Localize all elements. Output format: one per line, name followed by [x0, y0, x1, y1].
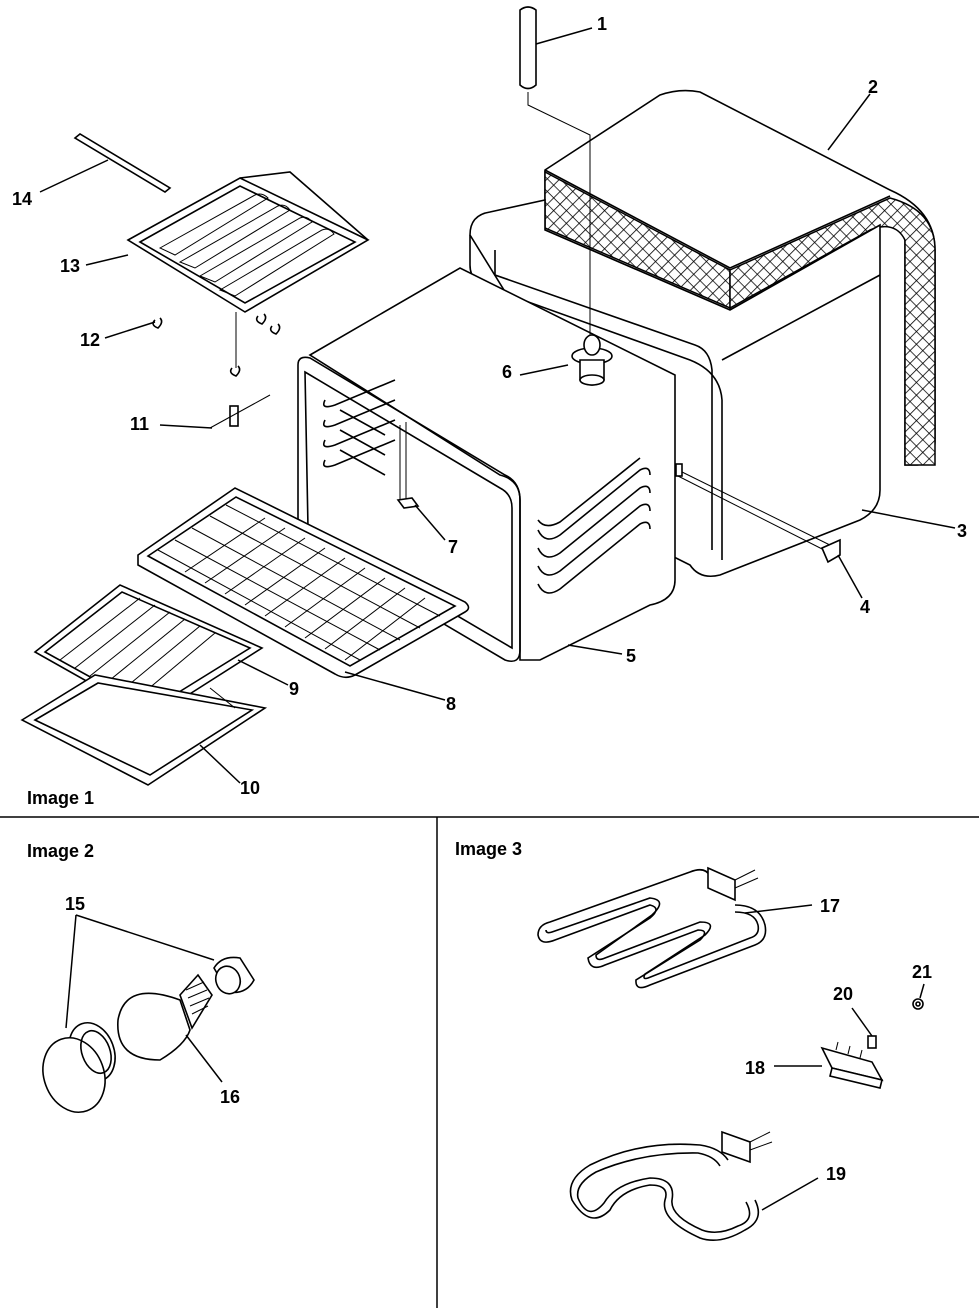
part-6-fitting [571, 334, 613, 386]
callout-5: 5 [626, 646, 636, 666]
part-19-broil-element [569, 1130, 773, 1241]
rack-supports-right [537, 457, 651, 594]
part-1-sensor [519, 6, 591, 345]
panel-label-image-1: Image 1 [27, 788, 94, 808]
callout-9: 9 [289, 679, 299, 699]
part-15-socket-sleeve [213, 956, 255, 995]
light-assembly [42, 956, 255, 1113]
rack-supports-left [322, 379, 396, 476]
callout-18: 18 [745, 1058, 765, 1078]
image-3-leader-lines [744, 904, 925, 1211]
oven-assembly [20, 6, 936, 786]
part-14-rod [73, 133, 172, 193]
image-2-leader-lines [65, 914, 223, 1083]
part-20-clip [867, 1035, 877, 1049]
callout-17: 17 [820, 896, 840, 916]
callout-8: 8 [446, 694, 456, 714]
callout-6: 6 [502, 362, 512, 382]
elements-assembly [537, 866, 924, 1241]
callout-numbers: 1 2 3 4 5 6 7 8 9 10 11 12 13 14 15 16 1… [12, 14, 967, 1184]
callout-16: 16 [220, 1087, 240, 1107]
callout-14: 14 [12, 189, 32, 209]
image-1-leader-lines [39, 27, 956, 784]
callout-15: 15 [65, 894, 85, 914]
callout-4: 4 [860, 597, 870, 617]
part-7-bracket [396, 497, 420, 509]
callout-1: 1 [597, 14, 607, 34]
part-12-clips [152, 312, 281, 377]
callout-20: 20 [833, 984, 853, 1004]
part-13-pan-insert [126, 171, 370, 313]
part-15-lens-cover [42, 1022, 116, 1113]
part-8-oven-rack [137, 487, 470, 679]
part-11-pin [209, 394, 271, 429]
part-16-light-bulb [117, 973, 213, 1061]
callout-2: 2 [868, 77, 878, 97]
part-4-bracket [675, 463, 841, 564]
callout-21: 21 [912, 962, 932, 982]
callout-12: 12 [80, 330, 100, 350]
callout-13: 13 [60, 256, 80, 276]
part-10-broiler-pan [20, 674, 268, 786]
callout-10: 10 [240, 778, 260, 798]
part-18-terminal-block [820, 1041, 884, 1089]
callout-3: 3 [957, 521, 967, 541]
callout-19: 19 [826, 1164, 846, 1184]
part-17-bake-element [537, 866, 767, 989]
panel-label-image-2: Image 2 [27, 841, 94, 861]
panel-label-image-3: Image 3 [455, 839, 522, 859]
part-21-nut [912, 998, 924, 1010]
callout-11: 11 [130, 414, 149, 434]
callout-7: 7 [448, 537, 458, 557]
